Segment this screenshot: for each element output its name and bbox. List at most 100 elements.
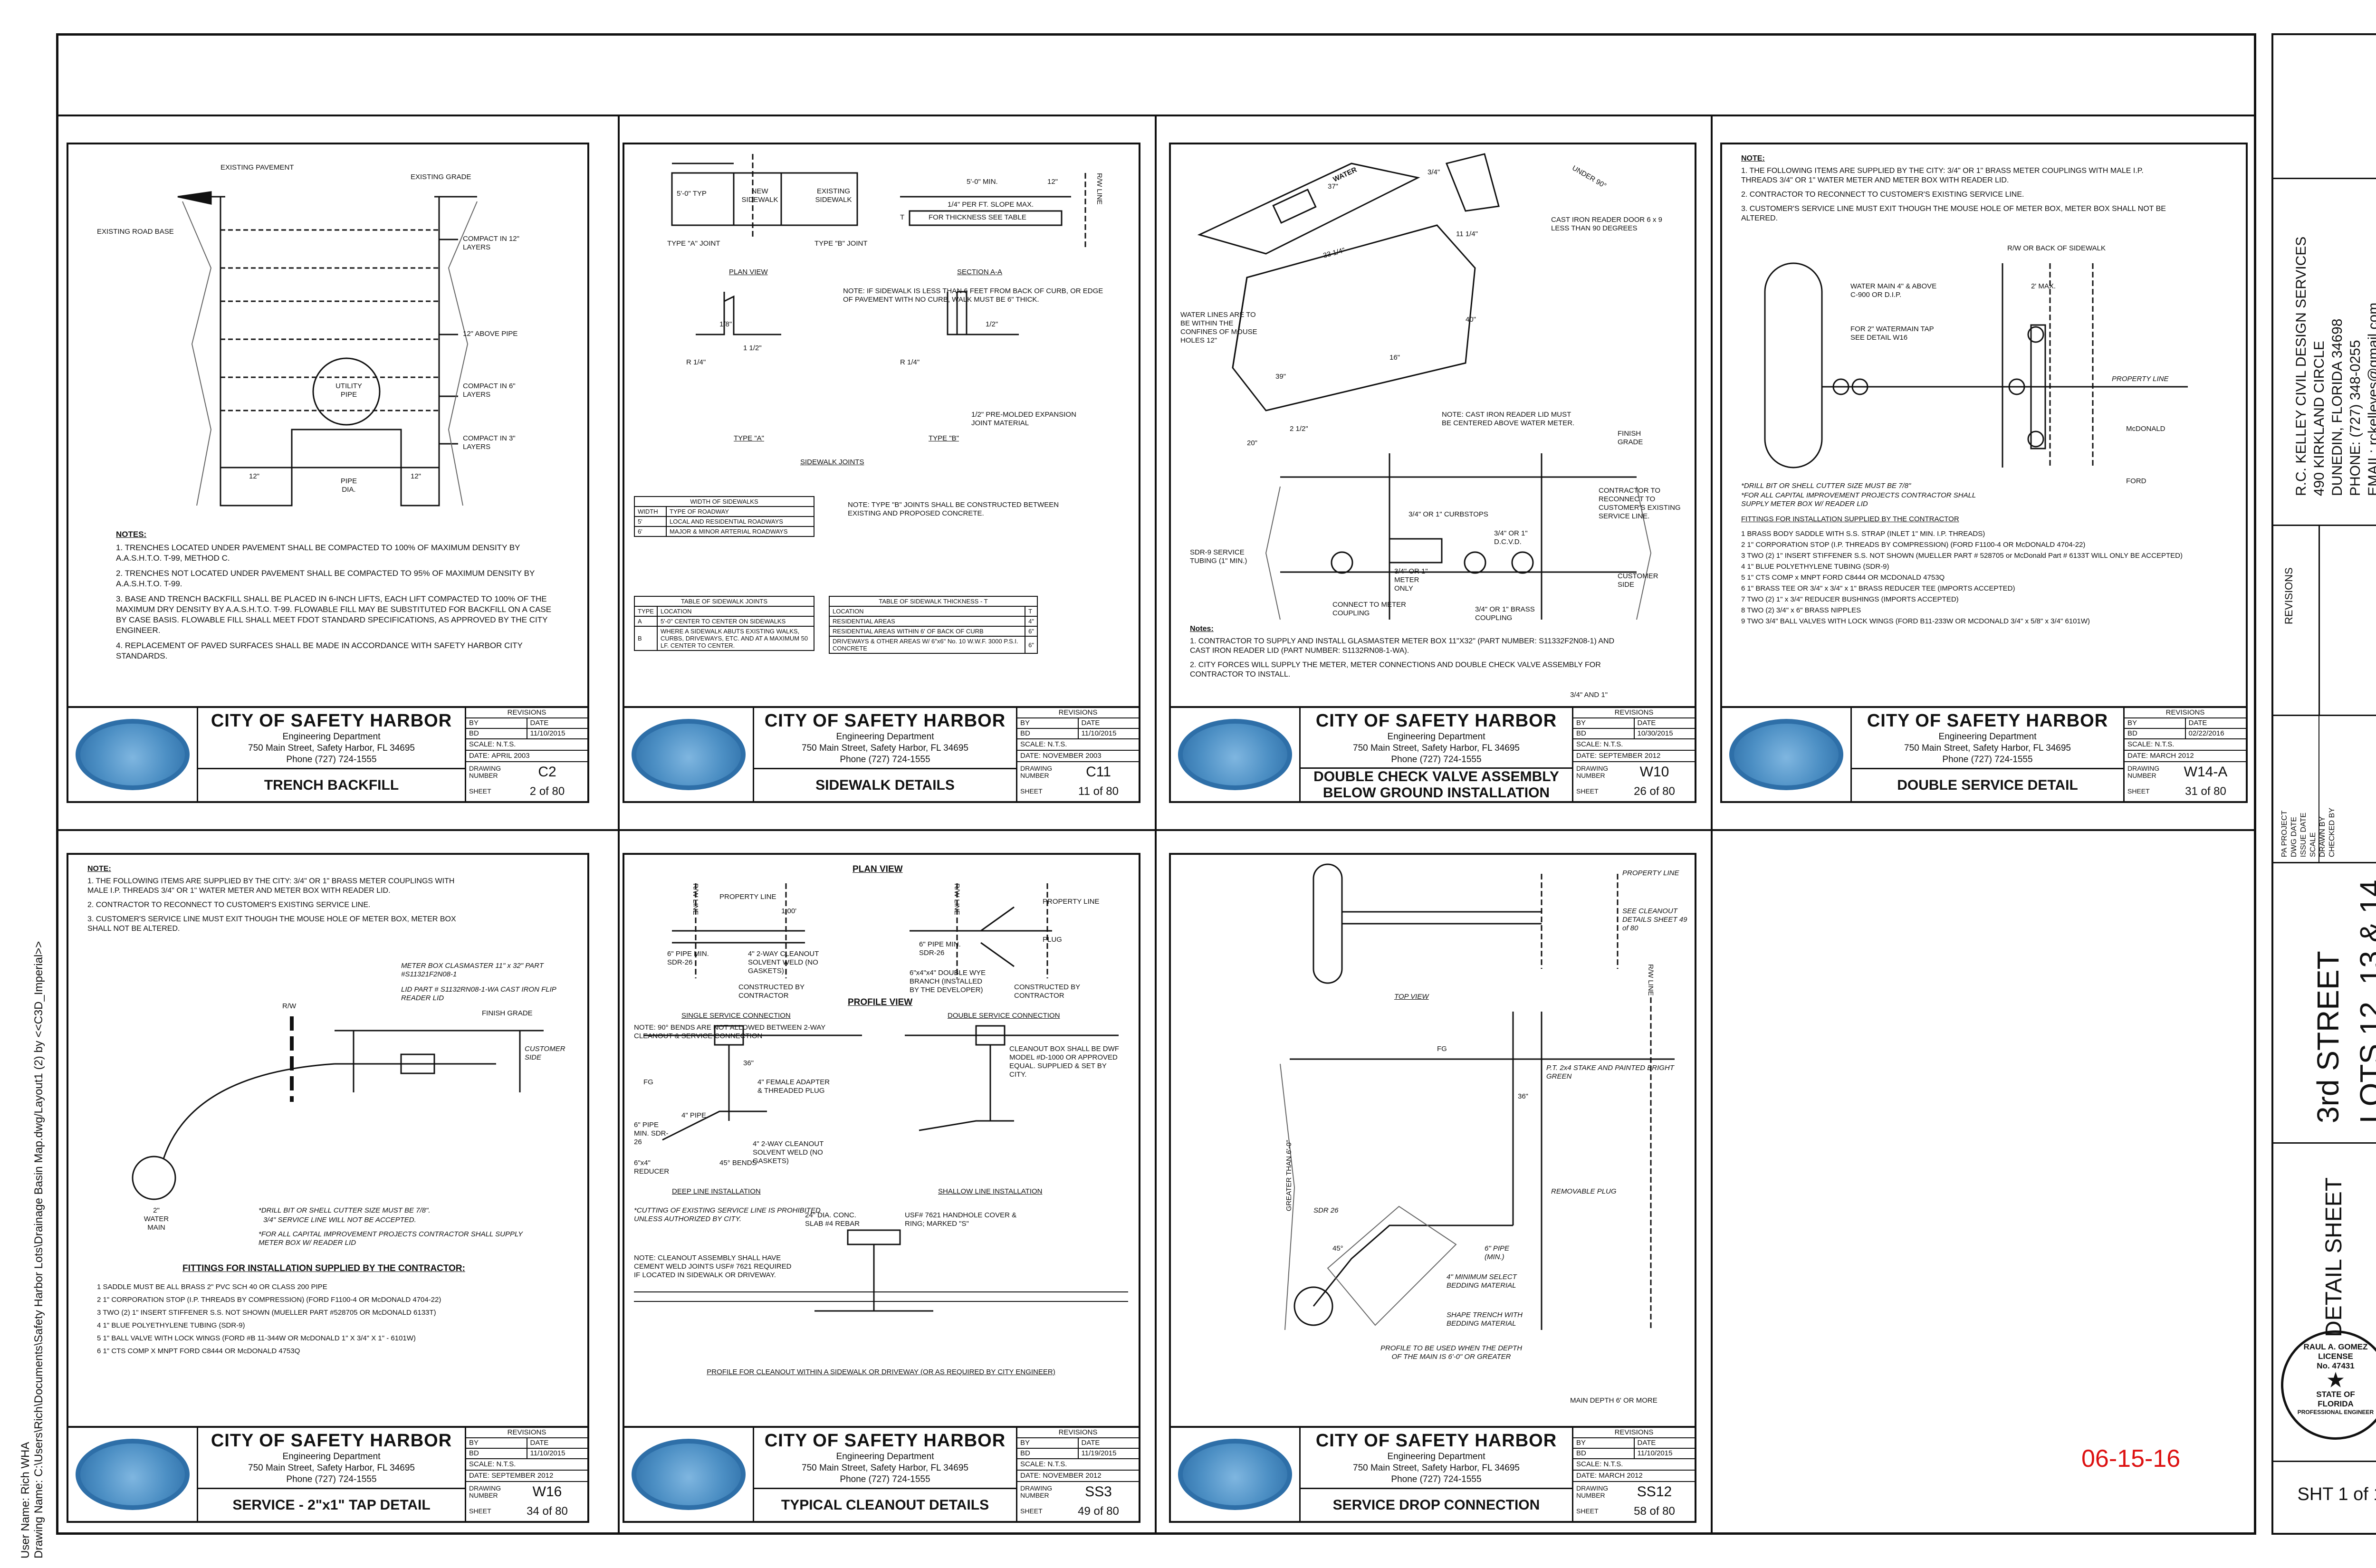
sidewalk-label: FOR THICKNESS SEE TABLE bbox=[929, 213, 1026, 221]
fitting-item: 9 TWO 3/4" BALL VALVES WITH LOCK WINGS (… bbox=[1741, 617, 2090, 625]
cleanout-label: R/W LINE bbox=[691, 883, 699, 915]
fitting-item: 3 TWO (2) 1" INSERT STIFFENER S.S. NOT S… bbox=[97, 1309, 436, 1317]
table-cell: 5'-0" CENTER TO CENTER ON SIDEWALKS bbox=[656, 616, 815, 627]
city-seal-icon bbox=[632, 719, 746, 790]
table-cell: 6" bbox=[1025, 636, 1038, 654]
trench-label: COMPACT IN 3" LAYERS bbox=[463, 434, 516, 451]
cleanout-label: FG bbox=[643, 1078, 653, 1086]
fitting-item: 6 1" BRASS TEE OR 3/4" x 3/4" x 1" BRASS… bbox=[1741, 584, 2015, 593]
revisions-header: REVISIONS bbox=[466, 708, 587, 718]
sheet-row: SHEET 11 of 80 bbox=[1017, 782, 1139, 801]
drop-label: PROPERTY LINE bbox=[1622, 869, 1679, 877]
title-block-main: CITY OF SAFETY HARBOR Engineering Depart… bbox=[198, 708, 466, 801]
fitting-item: 2 1" CORPORATION STOP (I.P. THREADS BY C… bbox=[97, 1296, 441, 1304]
drop-label: R/W LINE bbox=[1647, 964, 1655, 996]
detail-service-drop: PROPERTY LINE SEE CLEANOUT DETAILS SHEET… bbox=[1169, 853, 1696, 1523]
fitting-item: 1 BRASS BODY SADDLE WITH S.S. STRAP (INL… bbox=[1741, 530, 1985, 538]
date-value: MARCH 2012 bbox=[2150, 752, 2194, 760]
cleanout-label: 4" 2-WAY CLEANOUT SOLVENT WELD (NO GASKE… bbox=[753, 1140, 824, 1165]
drop-label: FG bbox=[1437, 1045, 1447, 1053]
city-seal-logo bbox=[1171, 1428, 1301, 1521]
rev-date: 11/10/2015 bbox=[526, 729, 588, 738]
detail-title: SIDEWALK DETAILS bbox=[815, 777, 955, 793]
rev-date: 10/30/2015 bbox=[1633, 729, 1695, 738]
dcva-label: CONTRACTOR TO RECONNECT TO CUSTOMER'S EX… bbox=[1599, 487, 1681, 520]
fitting-item: 7 TWO (2) 1" x 3/4" REDUCER BUSHINGS (IM… bbox=[1741, 595, 1959, 603]
cleanout-label: 4" FEMALE ADAPTER & THREADED PLUG bbox=[757, 1078, 830, 1095]
company-name: R.C. KELLEY CIVIL DESIGN SERVICES bbox=[2293, 236, 2309, 496]
sidewalk-label: PLAN VIEW bbox=[729, 268, 768, 276]
sheet-row: SHEET 58 of 80 bbox=[1573, 1501, 1695, 1521]
note-item: 2. CONTRACTOR TO RECONNECT TO CUSTOMER'S… bbox=[87, 901, 371, 909]
detail-sidewalk: 5'-0" TYP NEW SIDEWALK EXISTING SIDEWALK… bbox=[623, 143, 1140, 803]
notes-title: NOTES: bbox=[116, 530, 147, 539]
rev-by-label: BY bbox=[1576, 1439, 1586, 1447]
table-cell: A bbox=[634, 616, 658, 627]
drawing-number-label: DRAWING NUMBER bbox=[469, 764, 501, 779]
sheet-row: SHEET 26 of 80 bbox=[1573, 782, 1695, 801]
table-cell: 5' bbox=[633, 516, 667, 527]
city-seal-icon bbox=[76, 1439, 190, 1510]
cleanout-label: CONSTRUCTED BY CONTRACTOR bbox=[738, 983, 805, 1000]
sidewalk-label: 1 1/2" bbox=[743, 344, 762, 352]
rev-date-label: DATE bbox=[526, 718, 588, 728]
trench-drawing bbox=[177, 191, 478, 507]
scale: SCALE: N.T.S. bbox=[1573, 1459, 1695, 1471]
tap-label: FINISH GRADE bbox=[482, 1009, 533, 1017]
detail-title: DOUBLE SERVICE DETAIL bbox=[1897, 777, 2078, 793]
fitting-item: 2 1" CORPORATION STOP (I.P. THREADS BY C… bbox=[1741, 541, 2086, 549]
date-row: DATE: NOVEMBER 2012 bbox=[1017, 1471, 1139, 1482]
date-row: DATE: MARCH 2012 bbox=[1573, 1471, 1695, 1482]
sidewalk-label: TYPE "B" bbox=[929, 434, 959, 442]
rev-by: BD bbox=[1576, 1449, 1586, 1457]
city-seal-icon bbox=[632, 1439, 746, 1510]
title-block: CITY OF SAFETY HARBOR Engineering Depart… bbox=[1171, 1426, 1695, 1521]
fitting-item: 3 TWO (2) 1" INSERT STIFFENER S.S. NOT S… bbox=[1741, 552, 2183, 560]
revisions-header: REVISIONS bbox=[466, 1428, 587, 1438]
revisions-header: REVISIONS bbox=[1573, 708, 1695, 718]
scale: SCALE: N.T.S. bbox=[1017, 1459, 1139, 1471]
rev-date-label: DATE bbox=[1077, 718, 1139, 728]
table-header: LOCATION bbox=[828, 606, 1026, 617]
city-address: 750 Main Street, Safety Harbor, FL 34695 bbox=[802, 743, 968, 753]
drop-label: 6" PIPE (MIN.) bbox=[1485, 1244, 1510, 1261]
date-value: SEPTEMBER 2012 bbox=[491, 1472, 554, 1480]
dcva-label: 3/4" OR 1" BRASS COUPLING bbox=[1475, 605, 1535, 622]
city-name: CITY OF SAFETY HARBOR bbox=[764, 711, 1006, 731]
sidewalk-label: 1/4" PER FT. SLOPE MAX. bbox=[948, 201, 1034, 209]
date-label: DATE: bbox=[1020, 1472, 1041, 1480]
note-item: 3. BASE AND TRENCH BACKFILL SHALL BE PLA… bbox=[116, 594, 552, 635]
cleanout-label: 6" PIPE MIN. SDR-26 bbox=[919, 940, 961, 957]
ds-label: FITTINGS FOR INSTALLATION SUPPLIED BY TH… bbox=[1741, 515, 1959, 523]
meta-label: PA PROJECT bbox=[2280, 810, 2289, 857]
top-band bbox=[56, 33, 2256, 116]
city-address: 750 Main Street, Safety Harbor, FL 34695 bbox=[802, 1463, 968, 1473]
detail-double-service: NOTE: 1. THE FOLLOWING ITEMS ARE SUPPLIE… bbox=[1720, 143, 2248, 803]
ds-label: McDONALD bbox=[2126, 425, 2165, 433]
note-item: 2. CITY FORCES WILL SUPPLY THE METER, ME… bbox=[1190, 661, 1601, 679]
table-cell: 6' bbox=[633, 526, 667, 537]
city-name: CITY OF SAFETY HARBOR bbox=[1315, 1431, 1557, 1451]
note-item: 2. TRENCHES NOT LOCATED UNDER PAVEMENT S… bbox=[116, 569, 535, 588]
sheet-value: 2 of 80 bbox=[529, 784, 565, 798]
notes-title: NOTE: bbox=[1741, 154, 1765, 163]
meta-label: DWG DATE bbox=[2290, 816, 2298, 857]
city-name: CITY OF SAFETY HARBOR bbox=[211, 711, 452, 731]
date-label: DATE: bbox=[2127, 752, 2148, 760]
sidewalk-label: 1/2" bbox=[986, 320, 998, 328]
title-block: CITY OF SAFETY HARBOR Engineering Depart… bbox=[624, 1426, 1139, 1521]
cleanout-label: CLEANOUT BOX SHALL BE DWF MODEL #D-1000 … bbox=[1009, 1045, 1119, 1079]
city-seal-logo bbox=[624, 1428, 754, 1521]
ds-fittings: 1 BRASS BODY SADDLE WITH S.S. STRAP (INL… bbox=[1741, 529, 2226, 628]
tap-label: *FOR ALL CAPITAL IMPROVEMENT PROJECTS CO… bbox=[259, 1230, 523, 1247]
tap-notes: NOTE: 1. THE FOLLOWING ITEMS ARE SUPPLIE… bbox=[87, 864, 468, 938]
sheet-value: 26 of 80 bbox=[1634, 784, 1675, 798]
cleanout-label: DEEP LINE INSTALLATION bbox=[672, 1187, 761, 1195]
